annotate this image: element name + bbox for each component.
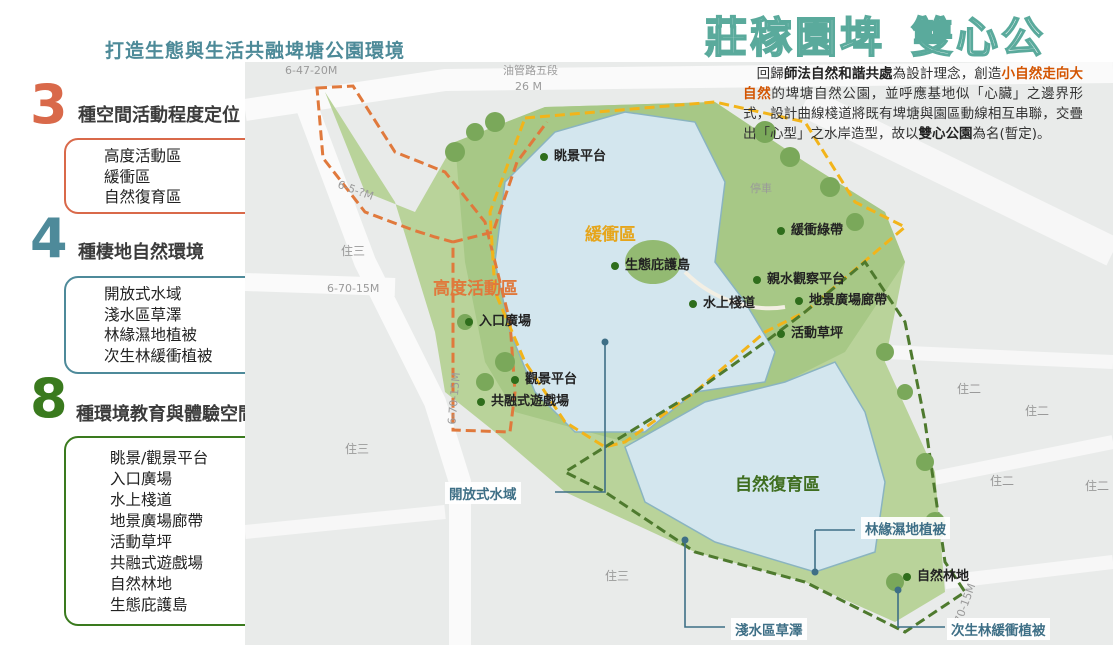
zoning-label: 住二 [990,474,1015,488]
location-dot-icon [903,572,911,581]
zoning-label: 住二 [1025,404,1050,418]
location-dot-icon [465,317,473,326]
zoning-label: 住二 [1085,479,1110,493]
callout-open-water: 開放式水域 [445,482,521,504]
category-3-label: 種空間活動程度定位 [78,105,240,126]
list-item: 眺景/觀景平台 [110,449,209,467]
list-item: 入口廣場 [110,470,173,488]
site-plan-graphic [245,62,1113,645]
list-item: 開放式水域 [104,285,182,303]
location-dot-icon [777,226,785,235]
page-title: 莊稼園埤雙心公園 [704,4,1113,126]
point-waterfront-deck: 親水觀察平台 [753,268,845,287]
location-dot-icon [795,296,803,305]
list-item: 淺水區草澤 [104,305,182,324]
point-entrance-plaza: 入口廣場 [465,310,531,329]
point-landscape-plaza: 地景廣場廊帶 [795,289,887,308]
location-dot-icon [540,152,548,161]
location-dot-icon [477,397,485,406]
location-dot-icon [611,261,619,270]
point-activity-lawn: 活動草坪 [777,322,843,341]
point-viewing-platform: 觀景平台 [511,368,577,387]
point-buffer-belt: 緩衝綠帶 [777,219,843,238]
category-4-number: 4 [30,207,68,270]
category-3-number: 3 [30,73,68,136]
zone-buffer: 緩衝區 [585,225,636,245]
category-8-number: 8 [30,367,68,430]
parking-label: 停車 [750,182,772,195]
zoning-label: 住三 [345,442,370,456]
list-item: 活動草坪 [110,533,173,551]
location-dot-icon [777,329,785,338]
zone-high-activity: 高度活動區 [433,279,518,299]
list-item: 自然林地 [110,575,173,593]
point-lookout-platform: 眺景平台 [540,145,606,164]
zoning-label: 住三 [605,569,630,583]
title-part1: 莊稼園埤 [704,12,886,63]
callout-wetland-edge: 林緣濕地植被 [861,517,950,539]
road-label: 6-47-20M [285,64,338,77]
list-item: 緩衝區 [104,167,151,186]
list-item: 高度活動區 [104,147,182,165]
road-label: 26 M [515,80,542,93]
list-item: 次生林緩衝植被 [104,346,213,365]
point-natural-forest: 自然林地 [903,565,969,584]
point-eco-island: 生態庇護島 [611,254,690,273]
list-item: 自然復育區 [104,188,182,206]
list-item: 共融式遊戲場 [110,554,204,572]
zone-nature-recovery: 自然復育區 [735,475,820,495]
point-boardwalk: 水上棧道 [689,292,755,311]
list-item: 生態庇護島 [110,596,188,614]
road-label: 油管路五段 [503,64,558,77]
category-4-label: 種棲地自然環境 [78,242,204,263]
list-item: 林緣濕地植被 [104,326,198,344]
page-subtitle: 打造生態與生活共融埤塘公園環境 [105,40,406,62]
list-item: 水上棧道 [110,491,173,509]
location-dot-icon [753,275,761,284]
location-dot-icon [511,375,519,384]
callout-secondary-forest: 次生林緩衝植被 [947,618,1050,640]
zoning-label: 住二 [957,382,982,396]
category-8-label: 種環境教育與體驗空間 [76,404,256,425]
location-dot-icon [689,299,697,308]
road-label: 6-70-15M [327,282,380,295]
point-playground: 共融式遊戲場 [477,390,569,409]
list-item: 地景廣場廊帶 [110,512,204,530]
design-description: 回歸師法自然和諧共處為設計理念，創造小自然走向大自然的埤塘自然公園，並呼應基地似… [743,66,1084,142]
callout-shallow-marsh: 淺水區草澤 [731,618,807,640]
park-site-plan: 6-47-20M 6-70-15M 6-70-15M 6-5-?M 油管路五段 … [245,62,1113,645]
zoning-label: 住三 [341,244,366,258]
